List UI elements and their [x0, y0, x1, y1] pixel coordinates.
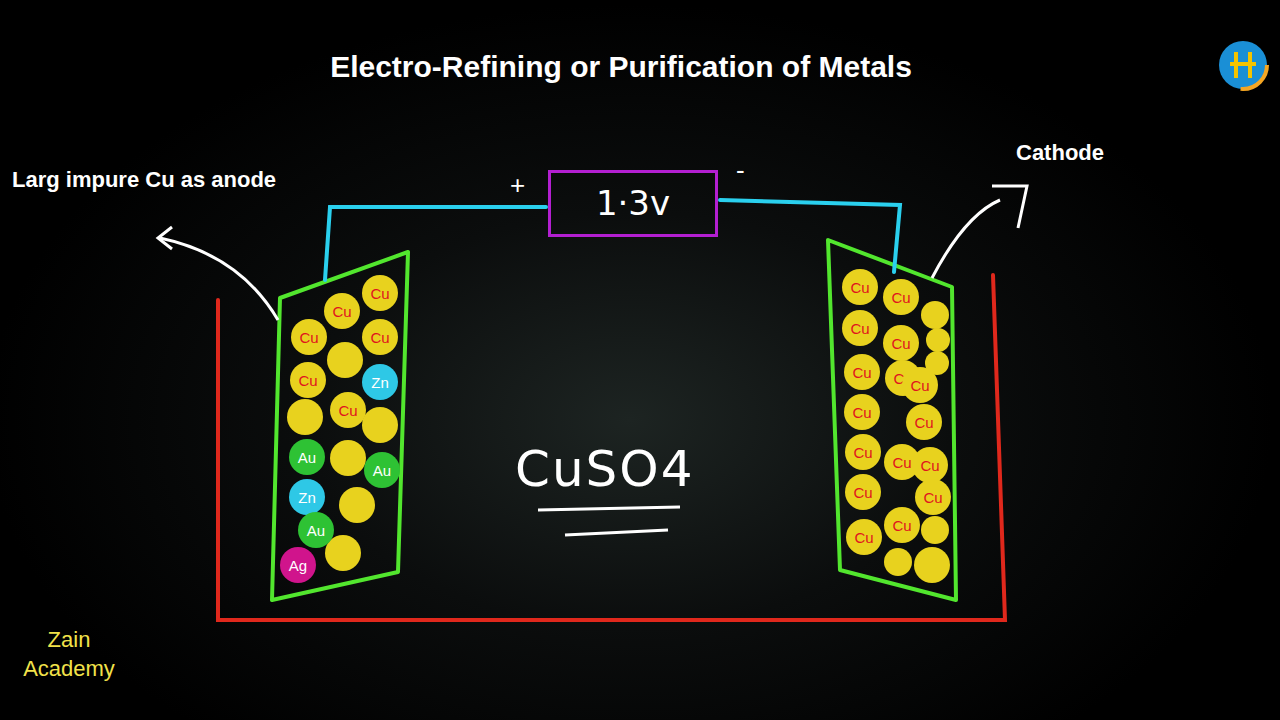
- atom-symbol: Cu: [892, 517, 911, 534]
- atom-symbol: Cu: [852, 364, 871, 381]
- atom-symbol: Cu: [920, 457, 939, 474]
- atom-symbol: Cu: [914, 414, 933, 431]
- metal-atom: Cu: [884, 507, 920, 543]
- metal-atom: Au: [364, 452, 400, 488]
- metal-atom: Zn: [289, 479, 325, 515]
- cathode-callout: Cathode: [1016, 140, 1104, 166]
- metal-atom: Cu: [906, 404, 942, 440]
- atom-symbol: Cu: [923, 489, 942, 506]
- metal-atom: Cu: [883, 279, 919, 315]
- diagram-title: Electro-Refining or Purification of Meta…: [330, 50, 912, 84]
- positive-sign: +: [510, 170, 525, 201]
- atom-symbol: Ag: [289, 557, 307, 574]
- atom-symbol: Cu: [892, 454, 911, 471]
- metal-atom: Cu: [845, 474, 881, 510]
- metal-atom: Au: [289, 439, 325, 475]
- atom-symbol: Cu: [853, 444, 872, 461]
- atom-symbol: Cu: [853, 484, 872, 501]
- metal-atom: Cu: [902, 367, 938, 403]
- atom-symbol: Au: [298, 449, 316, 466]
- metal-atom: Ag: [280, 547, 316, 583]
- metal-atom: Cu: [844, 394, 880, 430]
- atom-symbol: Cu: [852, 404, 871, 421]
- atom-symbol: Cu: [298, 372, 317, 389]
- atom-symbol: Cu: [338, 402, 357, 419]
- atom-symbol: Zn: [298, 489, 316, 506]
- metal-atom: Cu: [362, 319, 398, 355]
- metal-atom: Cu: [844, 354, 880, 390]
- metal-atom: Cu: [362, 275, 398, 311]
- atom-symbol: Cu: [854, 529, 873, 546]
- metal-atom: Cu: [846, 519, 882, 555]
- metal-atom: Zn: [362, 364, 398, 400]
- atom-symbol: Cu: [891, 335, 910, 352]
- watermark: Zain Academy: [10, 626, 128, 683]
- metal-atom: Cu: [884, 444, 920, 480]
- atom-symbol: Cu: [299, 329, 318, 346]
- atom-symbol: Au: [307, 522, 325, 539]
- metal-atom: Cu: [330, 392, 366, 428]
- electrolyte-label: CuSO4: [515, 440, 695, 498]
- metal-atom: Au: [298, 512, 334, 548]
- battery-box: 1·3v: [548, 170, 718, 237]
- atom-symbol: Cu: [370, 329, 389, 346]
- atom-symbol: Cu: [850, 279, 869, 296]
- negative-sign: -: [736, 155, 745, 186]
- atom-symbol: Zn: [371, 374, 389, 391]
- atom-symbol: Cu: [370, 285, 389, 302]
- metal-atom: Cu: [883, 325, 919, 361]
- metal-atom: Cu: [324, 293, 360, 329]
- metal-atom: Cu: [915, 479, 951, 515]
- metal-atom: Cu: [291, 319, 327, 355]
- voltage-value: 1·3v: [596, 183, 670, 223]
- anode-callout: Larg impure Cu as anode: [12, 167, 276, 193]
- metal-atom: Cu: [845, 434, 881, 470]
- atom-symbol: Cu: [910, 377, 929, 394]
- atom-symbol: Cu: [850, 320, 869, 337]
- metal-atom: Cu: [842, 310, 878, 346]
- metal-atom: Cu: [842, 269, 878, 305]
- atom-symbol: Au: [373, 462, 391, 479]
- atom-symbol: Cu: [891, 289, 910, 306]
- atom-symbol: Cu: [332, 303, 351, 320]
- metal-atom: Cu: [290, 362, 326, 398]
